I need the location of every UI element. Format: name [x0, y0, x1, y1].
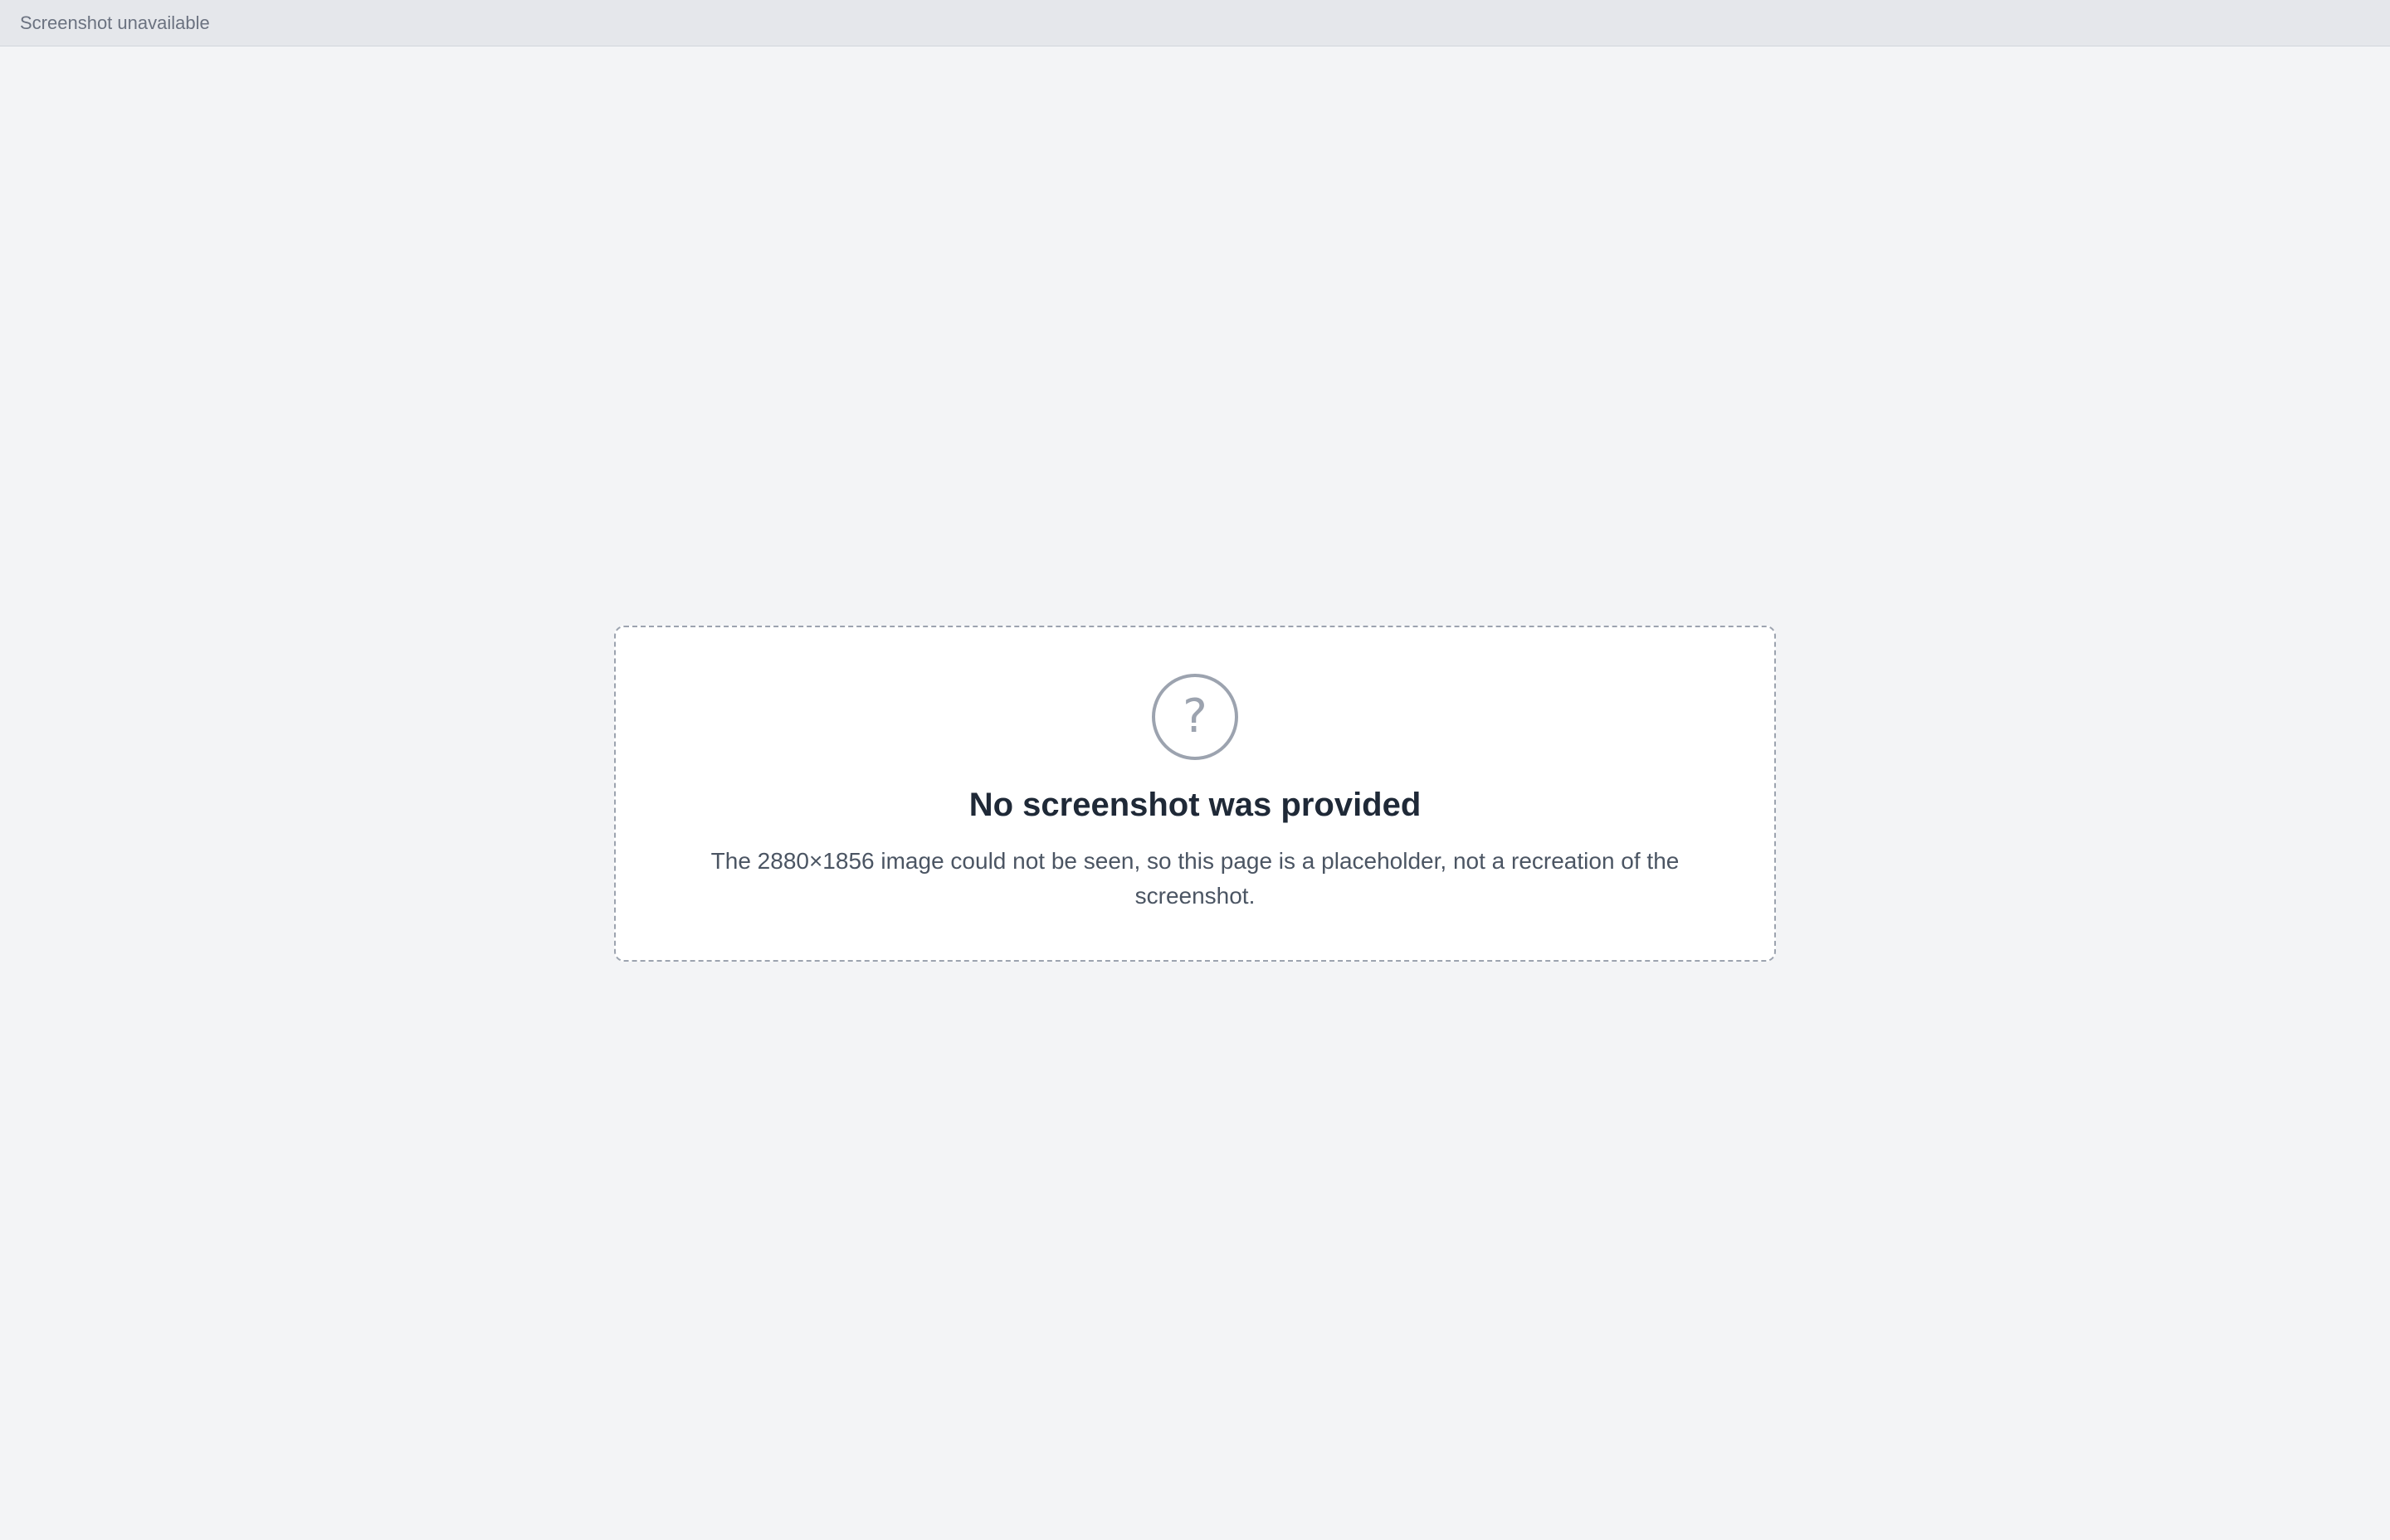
placeholder-notice: ? No screenshot was provided The 2880×18… — [614, 625, 1776, 962]
main-area: ? No screenshot was provided The 2880×18… — [0, 46, 2390, 1540]
notice-heading: No screenshot was provided — [968, 786, 1422, 823]
missing-image-icon: ? — [1152, 673, 1238, 760]
window-title: Screenshot unavailable — [20, 12, 210, 33]
notice-text: The 2880×1856 image could not be seen, s… — [710, 847, 1680, 909]
title-bar: Screenshot unavailable — [0, 0, 2390, 46]
